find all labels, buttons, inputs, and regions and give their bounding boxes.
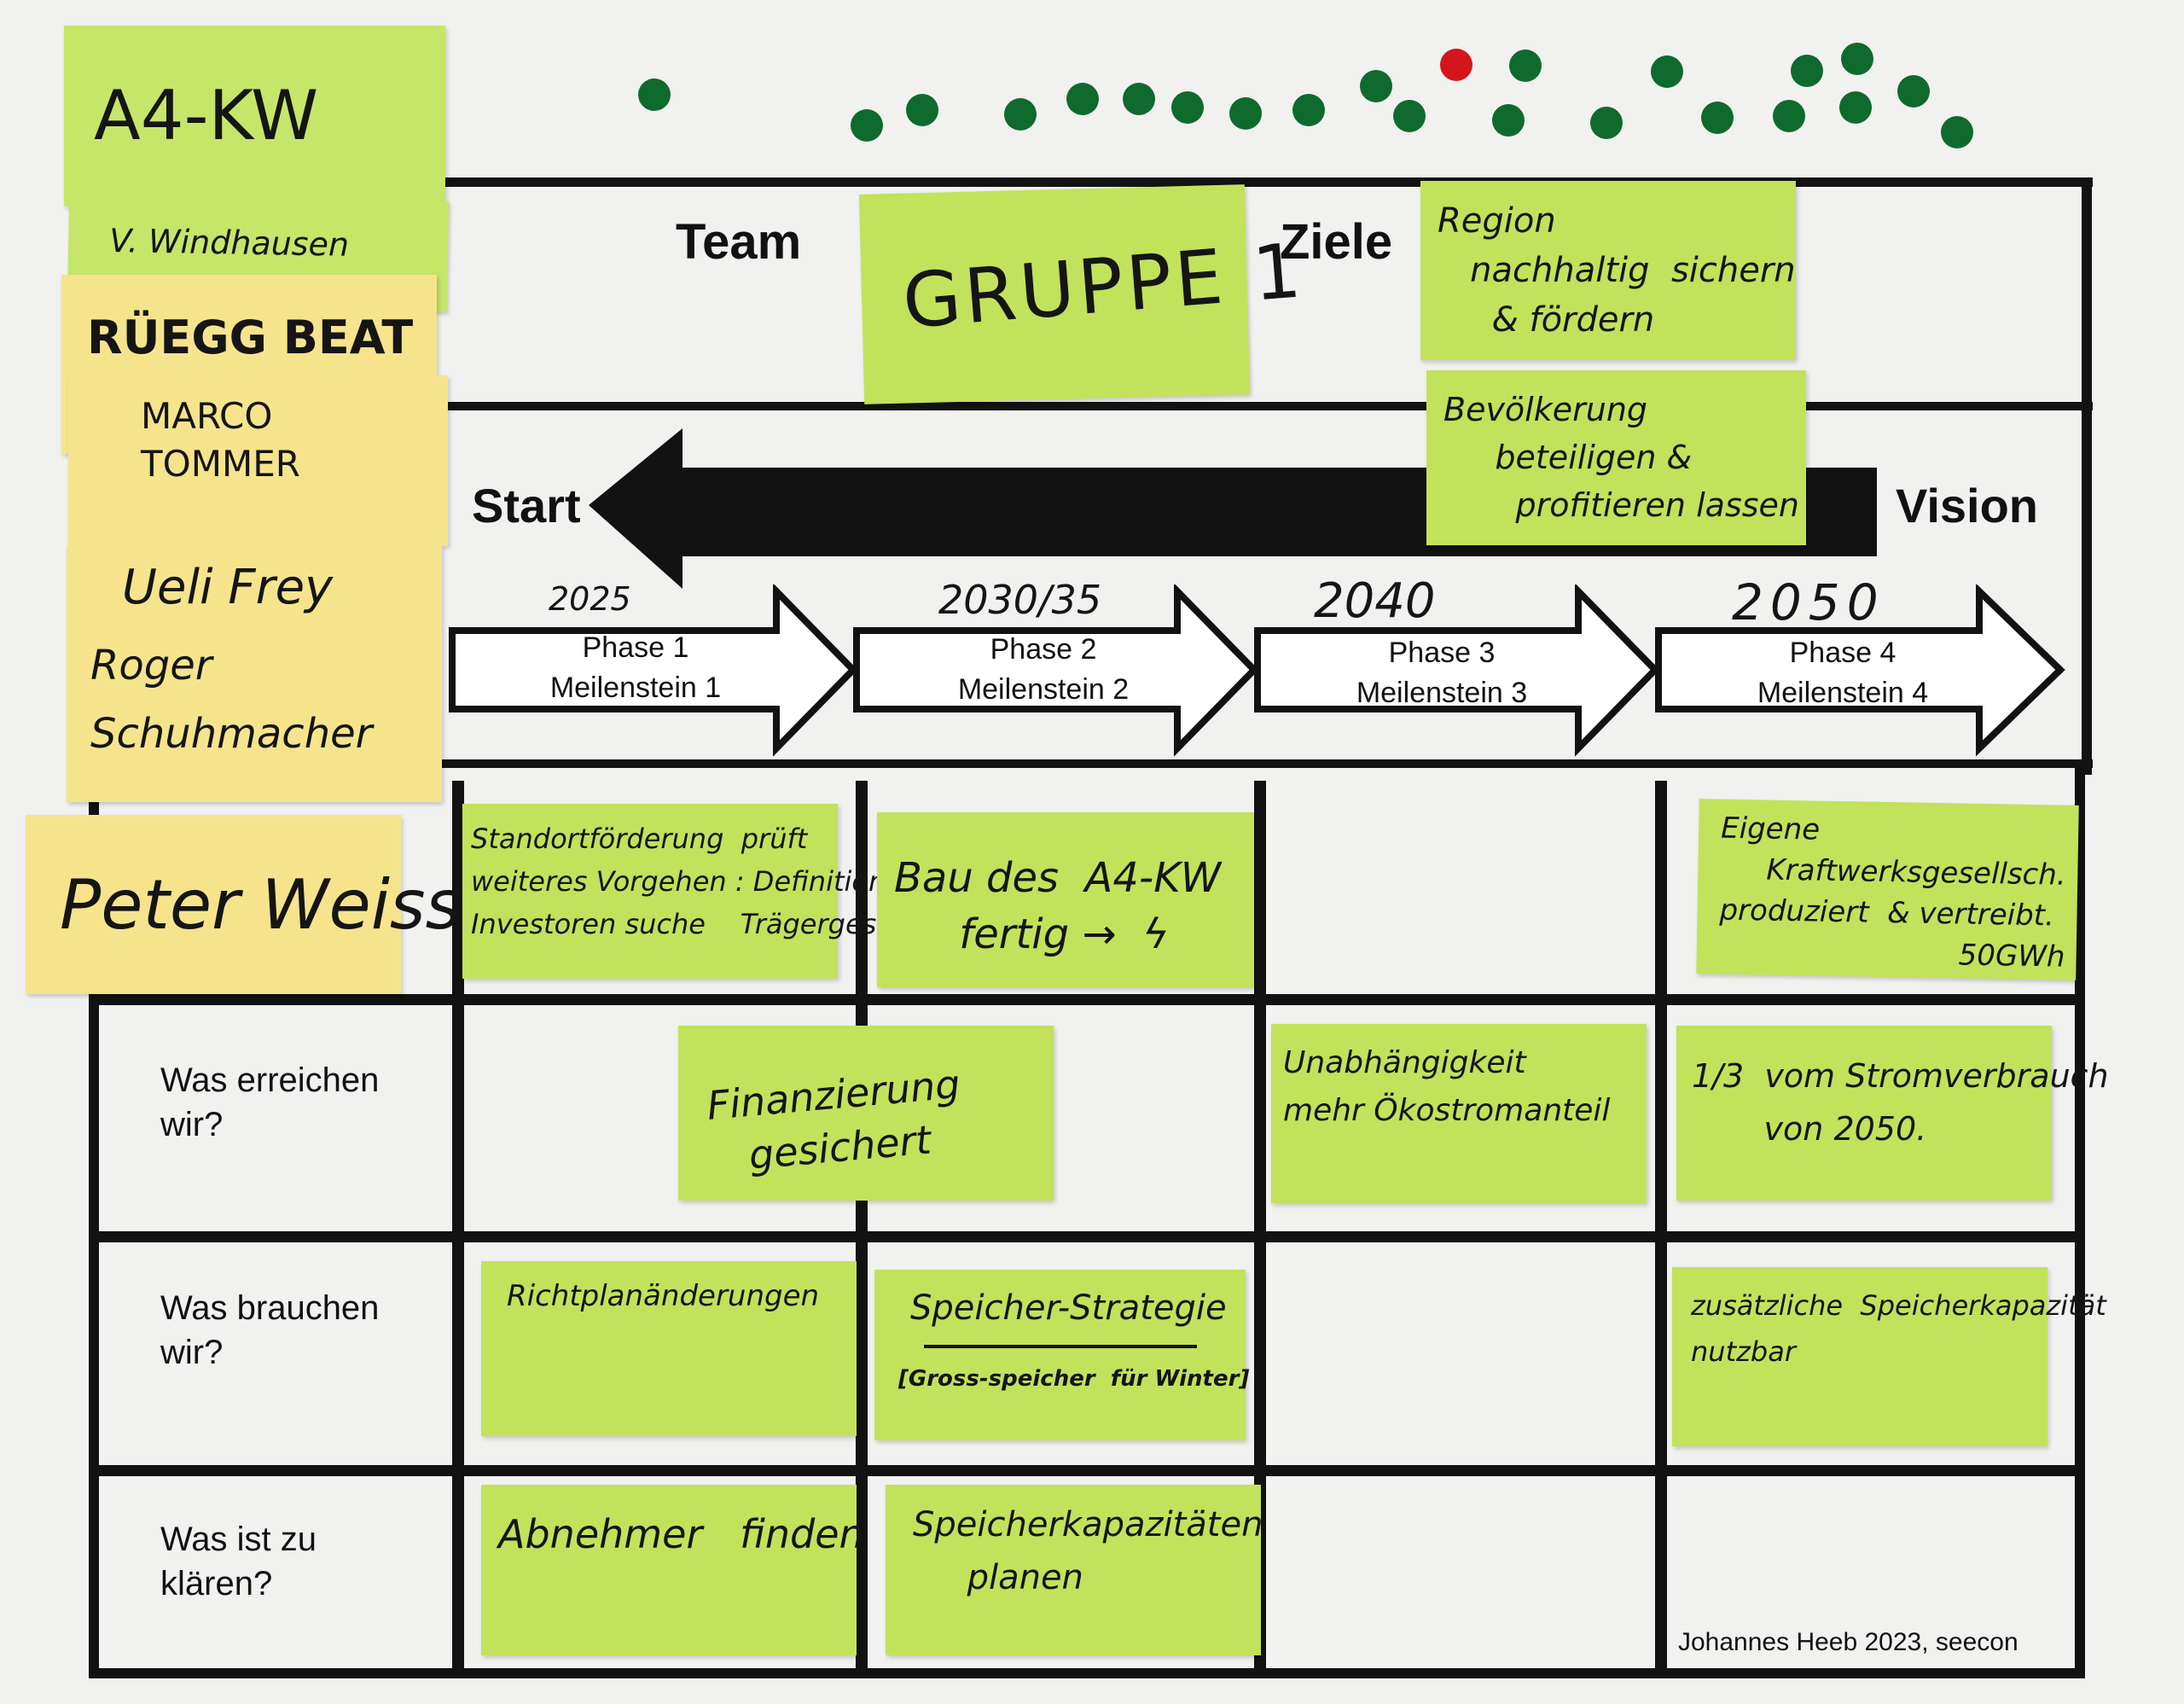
note-planning-changes: Richtplanänderungen <box>481 1261 857 1436</box>
group-note: GRUPPE 1 <box>858 184 1307 404</box>
note-power-company: Eigene Kraftwerksgesellsch. produziert &… <box>1696 799 2079 980</box>
phase-1-title: Phase 1 <box>582 631 689 664</box>
phase-1-year: 2025 <box>549 580 631 618</box>
phase-2-milestone: Meilenstein 2 <box>957 673 1130 706</box>
voting-dot <box>1229 97 1262 130</box>
goal-note-region: Region nachhaltig sichern & fördern <box>1420 181 1796 360</box>
note-consumption-share: 1/3 vom Stromverbrauch von 2050. <box>1676 1026 2109 1201</box>
voting-dot-red <box>1440 49 1472 81</box>
phase-arrows <box>449 584 2065 757</box>
phase-3-milestone: Meilenstein 3 <box>1356 677 1528 709</box>
voting-dot <box>1066 83 1099 115</box>
row-label-clarify: Was ist zu klären? <box>160 1521 317 1602</box>
name-note-frey: Ueli Frey Roger Schuhmacher <box>67 546 442 802</box>
row-label-achieve: Was erreichen wir? <box>160 1061 380 1143</box>
team-label: Team <box>676 214 802 270</box>
note-site-promotion: Standortförderung prüft weiteres Vorgehe… <box>462 804 926 979</box>
note-find-buyers: Abnehmer finden <box>481 1485 864 1655</box>
note-extra-storage: zusätzliche Speicherkapazität nutzbar <box>1672 1267 2106 1446</box>
name-note-tommer: MARCO TOMMER <box>68 375 448 546</box>
voting-dot <box>1651 55 1683 88</box>
voting-dot <box>1590 107 1623 139</box>
vision-label: Vision <box>1896 479 2039 532</box>
note-storage-capacity: Speicherkapazitäten planen <box>886 1485 1263 1655</box>
voting-dot <box>1897 75 1930 108</box>
voting-dot <box>1004 98 1037 131</box>
voting-dot <box>1492 104 1525 137</box>
voting-dot <box>1839 91 1872 124</box>
voting-dot <box>1123 83 1155 115</box>
project-note: A4-KW <box>64 26 445 206</box>
note-financing: Finanzierung gesichert <box>678 1026 1054 1201</box>
phase-1-milestone: Meilenstein 1 <box>549 672 722 704</box>
start-label: Start <box>472 479 581 532</box>
goals-label: Ziele <box>1280 214 1393 270</box>
voting-dot <box>1292 94 1325 126</box>
note-storage-strategy: Speicher-Strategie [Gross-speicher für W… <box>874 1270 1249 1440</box>
goal-note-population: Bevölkerung beteiligen & profitieren las… <box>1426 370 1806 545</box>
note-construction: Bau des A4-KW fertig → ϟ <box>877 812 1254 987</box>
phase-4-milestone: Meilenstein 4 <box>1757 677 1929 709</box>
voting-dot <box>1941 116 1973 148</box>
phase-4-title: Phase 4 <box>1789 637 1896 669</box>
phase-4-year: 2050 <box>1732 573 1885 631</box>
phase-3-title: Phase 3 <box>1388 637 1496 669</box>
voting-dot <box>906 94 938 126</box>
note-independence: Unabhängigkeit mehr Ökostromanteil <box>1271 1024 1647 1203</box>
voting-dot <box>1360 70 1392 102</box>
voting-dot <box>638 79 671 111</box>
phase-3-year: 2040 <box>1314 573 1436 629</box>
voting-dot <box>851 109 883 142</box>
voting-dot <box>1171 91 1204 124</box>
voting-dot <box>1791 55 1823 87</box>
credit-text: Johannes Heeb 2023, seecon <box>1678 1628 2018 1656</box>
phase-2-title: Phase 2 <box>990 633 1097 666</box>
voting-dot <box>1701 102 1734 134</box>
name-note-weiss: Peter Weiss <box>26 815 461 994</box>
phase-2-year: 2030/35 <box>938 577 1102 623</box>
voting-dot <box>1393 100 1426 132</box>
voting-dot <box>1773 100 1805 132</box>
voting-dot <box>1509 49 1542 82</box>
row-label-need: Was brauchen wir? <box>160 1289 380 1371</box>
voting-dot <box>1841 43 1873 75</box>
